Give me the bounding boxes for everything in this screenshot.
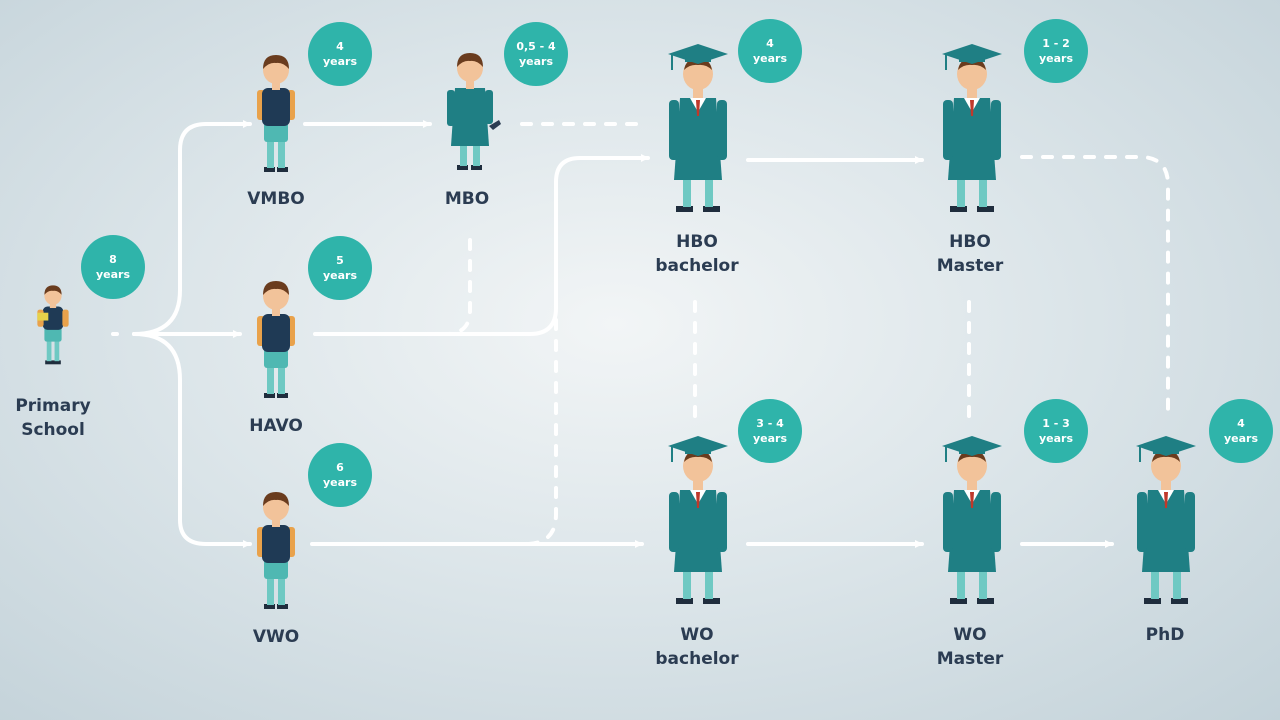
hbo-master-graduate-icon	[942, 44, 1002, 212]
label-line-1: WO	[680, 625, 714, 645]
badge-number: 8	[109, 253, 117, 266]
dash-havo-vwo	[318, 318, 558, 546]
label-vwo: VWO	[253, 625, 299, 649]
label-primary-school: Primary School	[15, 394, 90, 442]
badge-wo-bachelor-duration: 3 - 4 years	[738, 399, 802, 463]
badge-number: 1 - 3	[1042, 417, 1070, 430]
label-line-1: PhD	[1145, 625, 1185, 645]
badge-phd-duration: 4 years	[1209, 399, 1273, 463]
label-wo-bachelor: WO bachelor	[655, 623, 738, 671]
phd-graduate-icon	[1136, 436, 1196, 604]
dash-mbo-havo	[318, 238, 472, 336]
label-line-1: Primary	[15, 396, 91, 416]
badge-number: 3 - 4	[756, 417, 784, 430]
primary-school-student-icon	[37, 285, 69, 365]
label-line-1: HBO	[949, 232, 991, 252]
label-vmbo: VMBO	[247, 187, 304, 211]
badge-vwo-duration: 6 years	[308, 443, 372, 507]
badge-unit: years	[518, 55, 554, 68]
havo-student-icon	[257, 281, 295, 398]
hbo-bachelor-graduate-icon	[668, 44, 728, 212]
badge-hbo-master-duration: 1 - 2 years	[1024, 19, 1088, 83]
label-wo-master: WO Master	[937, 623, 1004, 671]
label-line-2: School	[21, 420, 85, 440]
badge-number: 6	[336, 461, 344, 474]
badge-unit: years	[752, 432, 788, 445]
label-line-1: HBO	[676, 232, 718, 252]
label-mbo: MBO	[445, 187, 489, 211]
badge-number: 1 - 2	[1042, 37, 1070, 50]
badge-hbo-bachelor-duration: 4 years	[738, 19, 802, 83]
badge-unit: years	[1038, 432, 1074, 445]
badge-number: 4	[336, 40, 344, 53]
badge-unit: years	[1038, 52, 1074, 65]
badge-unit: years	[322, 55, 358, 68]
wo-master-graduate-icon	[942, 436, 1002, 604]
label-line-2: Master	[936, 256, 1004, 276]
label-line-1: MBO	[444, 189, 490, 209]
label-phd: PhD	[1146, 623, 1185, 647]
badge-wo-master-duration: 1 - 3 years	[1024, 399, 1088, 463]
dash-hbo-master-phd	[1020, 155, 1170, 412]
badge-unit: years	[95, 268, 131, 281]
wo-bachelor-graduate-icon	[668, 436, 728, 604]
vwo-student-icon	[257, 492, 295, 609]
vmbo-student-icon	[257, 55, 295, 172]
badge-unit: years	[322, 476, 358, 489]
label-line-2: bachelor	[655, 649, 739, 669]
label-line-2: Master	[936, 649, 1004, 669]
badge-vmbo-duration: 4 years	[308, 22, 372, 86]
badge-unit: years	[752, 52, 788, 65]
label-line-1: VMBO	[247, 189, 305, 209]
arrow-primary-vmbo	[132, 120, 252, 336]
badge-number: 0,5 - 4	[516, 40, 556, 53]
badge-havo-duration: 5 years	[308, 236, 372, 300]
badge-mbo-duration: 0,5 - 4 years	[504, 22, 568, 86]
label-line-1: HAVO	[249, 416, 303, 436]
badge-number: 5	[336, 254, 344, 267]
badge-unit: years	[1223, 432, 1259, 445]
label-hbo-bachelor: HBO bachelor	[655, 230, 738, 278]
badge-number: 4	[1237, 417, 1245, 430]
badge-unit: years	[322, 269, 358, 282]
mbo-worker-icon	[447, 53, 501, 170]
badge-number: 4	[766, 37, 774, 50]
arrow-havo-hbo-bachelor	[313, 154, 650, 336]
label-line-2: bachelor	[655, 256, 739, 276]
label-line-1: VWO	[252, 627, 300, 647]
label-hbo-master: HBO Master	[937, 230, 1004, 278]
label-line-1: WO	[953, 625, 987, 645]
arrow-primary-vwo	[132, 332, 252, 548]
badge-primary-school-duration: 8 years	[81, 235, 145, 299]
label-havo: HAVO	[249, 414, 303, 438]
